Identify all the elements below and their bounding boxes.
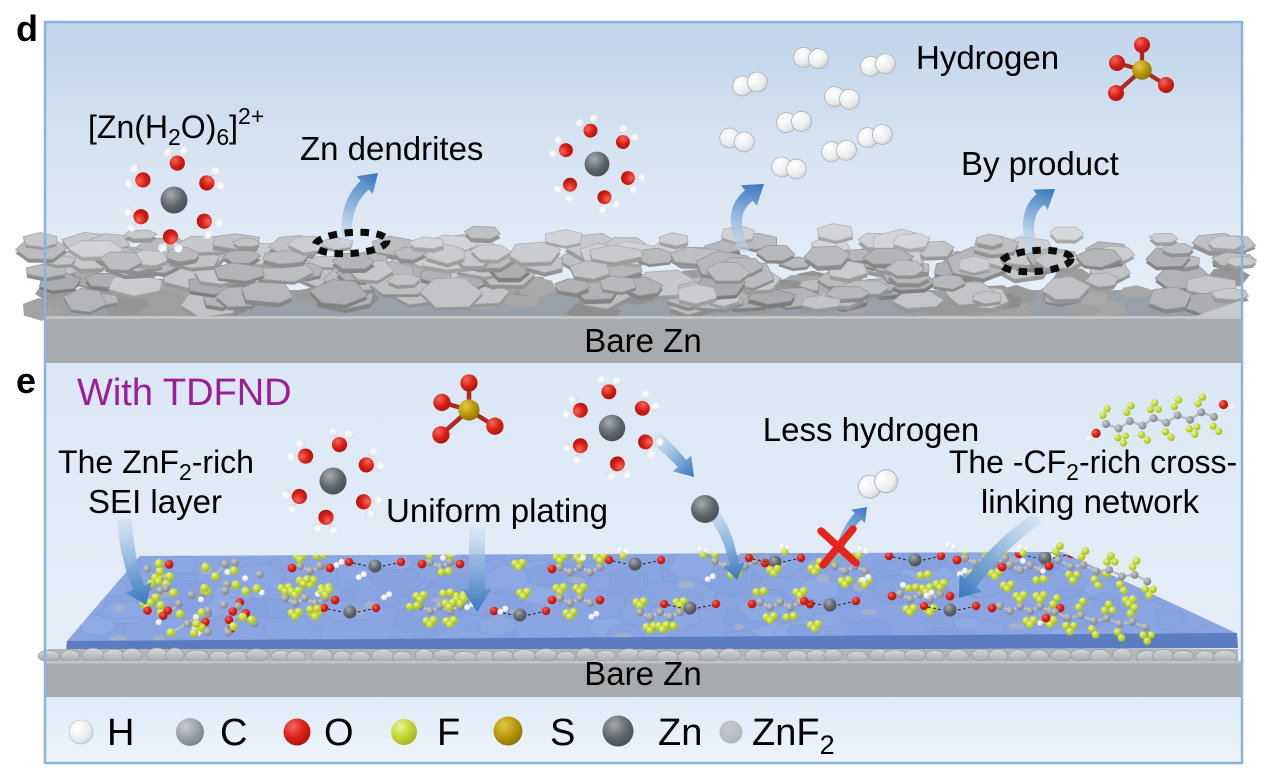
svg-text:By product: By product: [961, 145, 1119, 182]
svg-text:Zn: Zn: [658, 712, 702, 754]
svg-text:e: e: [16, 360, 36, 401]
svg-text:Bare Zn: Bare Zn: [584, 655, 701, 692]
svg-text:F: F: [437, 712, 460, 754]
svg-text:The -CF2-rich cross-: The -CF2-rich cross-: [949, 444, 1237, 485]
svg-text:Uniform plating: Uniform plating: [386, 492, 608, 529]
svg-text:Less hydrogen: Less hydrogen: [763, 411, 979, 448]
svg-text:H: H: [107, 712, 134, 754]
svg-text:With TDFND: With TDFND: [77, 372, 292, 414]
svg-text:The ZnF2-rich: The ZnF2-rich: [58, 444, 254, 485]
svg-text:Bare Zn: Bare Zn: [584, 322, 701, 359]
svg-text:Zn dendrites: Zn dendrites: [300, 130, 483, 167]
svg-text:O: O: [324, 712, 354, 754]
svg-text:C: C: [220, 712, 247, 754]
svg-text:SEI layer: SEI layer: [88, 483, 222, 520]
svg-text:d: d: [16, 8, 38, 49]
svg-text:linking network: linking network: [981, 483, 1200, 520]
svg-text:S: S: [550, 712, 575, 754]
svg-text:Hydrogen: Hydrogen: [916, 39, 1059, 76]
